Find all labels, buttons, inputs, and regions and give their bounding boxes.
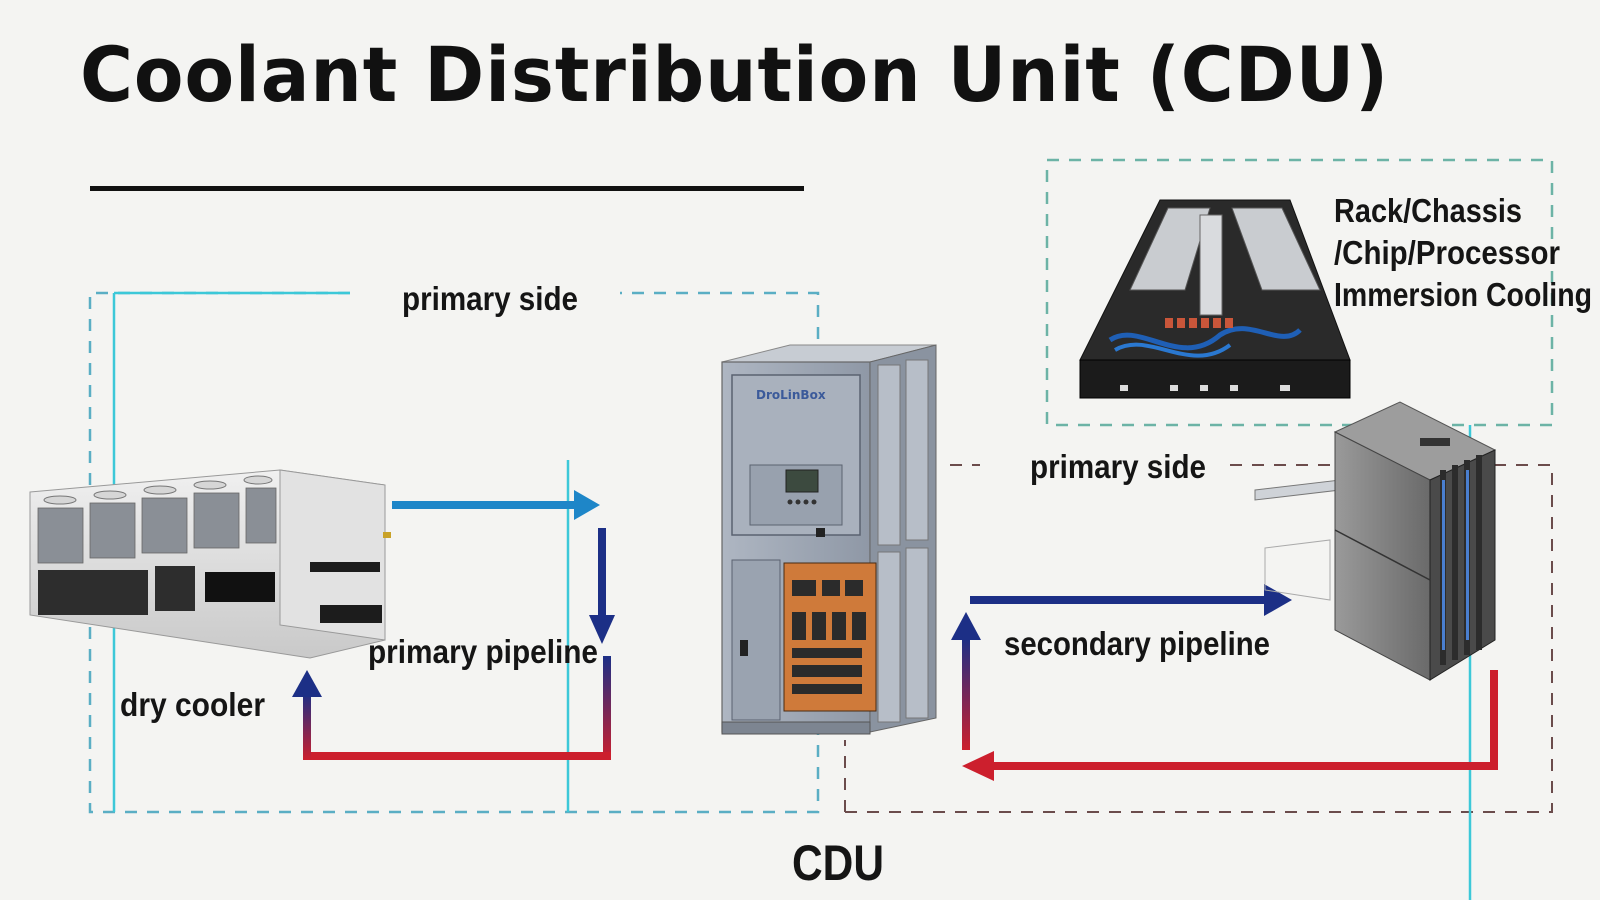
rack-label-line-3: Immersion Cooling [1334,276,1592,313]
primary-return-arrow [292,656,611,760]
primary-side-label-right: primary side [1030,448,1206,485]
page-title: Coolant Distribution Unit (CDU) [80,30,1390,119]
dry-cooler-label: dry cooler [120,686,265,723]
server-rack [1254,401,1497,681]
primary-side-label-left: primary side [402,280,578,317]
secondary-pipeline-label: secondary pipeline [1004,625,1270,662]
secondary-supply-arrow [970,584,1292,616]
server-chassis [1079,199,1351,399]
primary-supply-arrow [392,490,600,520]
rack-boundary [1045,158,1554,427]
rack-label-line-1: Rack/Chassis [1334,192,1522,229]
rack-label-line-2: /Chip/Processor [1334,234,1560,271]
dry-cooler-unit [29,469,391,659]
cabinet-brand-label: DroLinBox [756,388,826,402]
secondary-return-arrow [962,670,1498,781]
title-underline [90,186,804,191]
cdu-cabinet [721,344,937,735]
primary-pipeline-label: primary pipeline [368,633,598,670]
cdu-label: CDU [792,835,884,891]
primary-down-arrow [589,528,615,644]
secondary-up-arrow [951,612,981,750]
